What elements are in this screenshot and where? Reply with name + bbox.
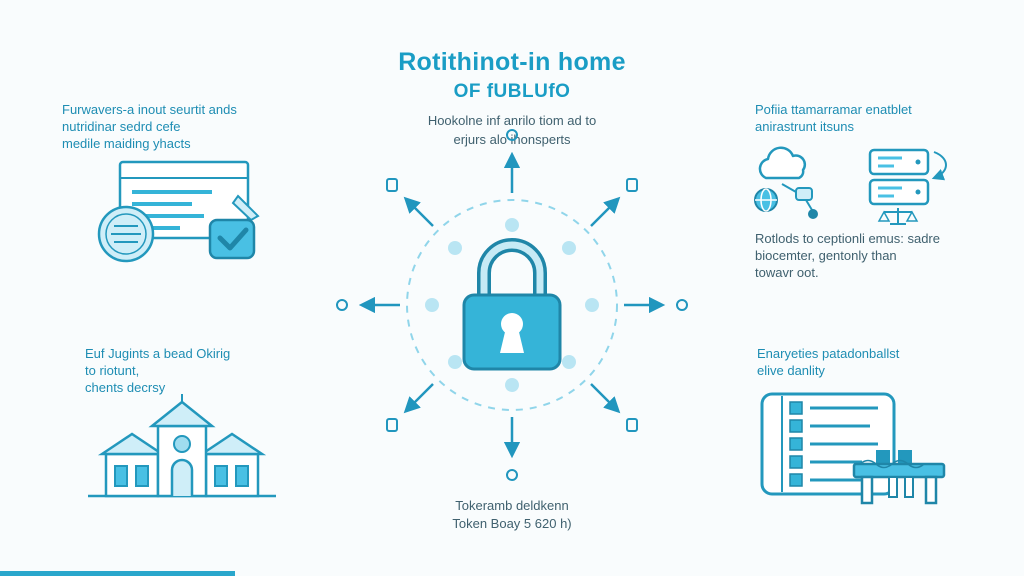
certificate-seal-icon [97, 205, 155, 263]
text-line: Furwavers-a inout seurtit ands [62, 102, 237, 117]
text-line: medile maiding yhacts [62, 136, 191, 151]
building-icon [82, 392, 282, 504]
cloud-network-icon [754, 146, 818, 219]
text-line: Pofiia ttamarramar enatblet [755, 102, 912, 117]
document-verification-icon [92, 158, 272, 276]
page-title: Rotithinot-in home [398, 48, 626, 76]
text-line: Enaryeties patadonballst [757, 346, 900, 361]
text-line: Euf Jugints a bead Okirig [85, 346, 231, 361]
table-bench [852, 450, 946, 505]
footer-caption: Tokeramb deldkenn Token Boay 5 620 h) [362, 497, 662, 533]
text-line: Rotlods to ceptionli emus: sadre [755, 231, 940, 246]
security-hub-graphic [312, 105, 712, 505]
text-line: elive danlity [757, 363, 825, 378]
radial-arrows [358, 151, 666, 459]
panel-bottom-left-text: Euf Jugints a bead Okirig to riotunt, ch… [85, 345, 315, 396]
text-line: to riotunt, [85, 363, 140, 378]
text-line: anirastrunt itsuns [755, 119, 854, 134]
subtitle-line: Hookolne inf anrilo tiom ad to [427, 113, 597, 128]
text-line: towavr oot. [755, 265, 819, 280]
checklist-table-icon [758, 388, 948, 516]
panel-bottom-right-text: Enaryeties patadonballst elive danlity [757, 345, 987, 379]
text-line: Tokeramb deldkenn [455, 498, 569, 513]
building-left-wing [97, 432, 167, 498]
text-line: chents decrsy [85, 380, 166, 395]
text-line: Token Boay 5 620 h) [452, 516, 572, 531]
infrastructure-icons [752, 146, 952, 230]
dashed-circle [406, 199, 618, 411]
building-right-wing [197, 432, 267, 498]
panel-top-left-text: Furwavers-a inout seurtit ands nutridina… [62, 101, 312, 152]
ray-end-glyphs [336, 129, 688, 481]
checkmark-badge-icon [208, 218, 256, 260]
accent-bar [0, 571, 235, 576]
padlock-icon [462, 238, 562, 371]
ring-dots [425, 218, 599, 392]
building-center-tower [148, 394, 216, 498]
page-subtitle-heading: OF fUBLUfO [453, 81, 571, 102]
checklist-tablet [760, 392, 896, 496]
panel-top-right-body: Rotlods to ceptionli emus: sadre biocemt… [755, 230, 985, 281]
panel-top-right-heading: Pofiia ttamarramar enatblet anirastrunt … [755, 101, 985, 135]
text-line: nutridinar sedrd cefe [62, 119, 181, 134]
title-block: Rotithinot-in home OF fUBLUfO Hookolne i… [0, 48, 1024, 148]
server-scale-icon [868, 148, 947, 225]
text-line: biocemter, gentonly than [755, 248, 897, 263]
